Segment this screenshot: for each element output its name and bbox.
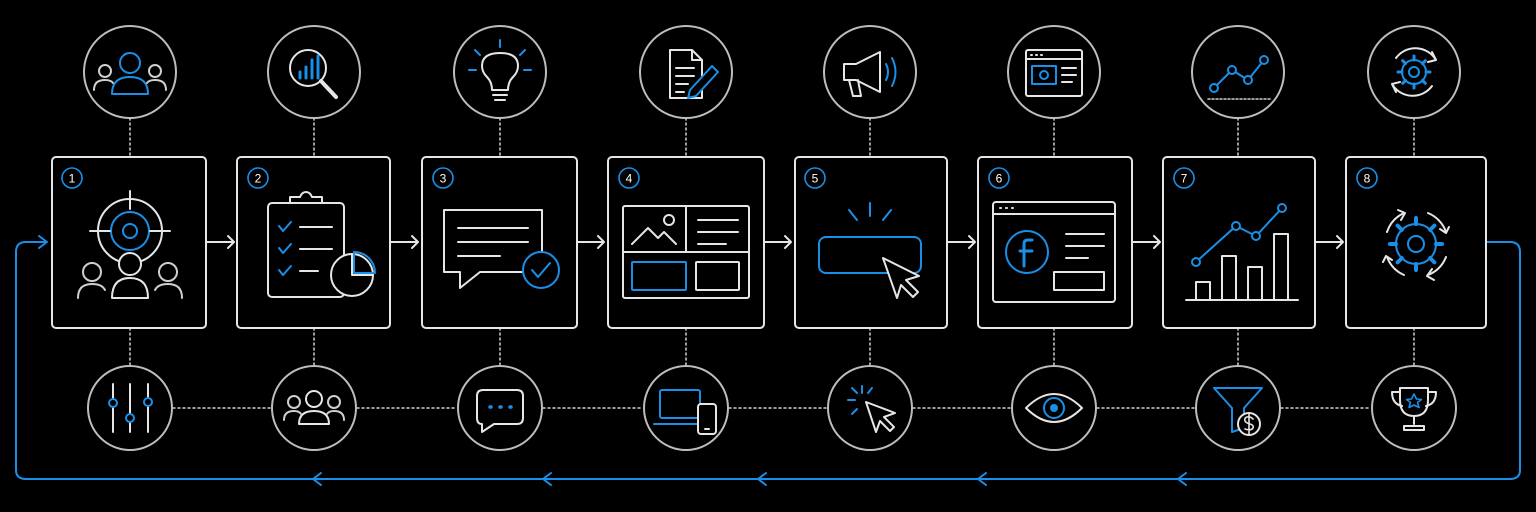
- funnel-dollar-icon: [1195, 365, 1281, 451]
- step-box-5: 5: [794, 156, 948, 329]
- step-box-3: 3: [421, 156, 578, 329]
- step-number-badge-4: 4: [618, 167, 640, 189]
- team-users-icon: [83, 25, 177, 119]
- step-number-5: 5: [812, 172, 819, 186]
- group-users-icon: [271, 365, 357, 451]
- megaphone-icon: [823, 25, 917, 119]
- step-number-badge-8: 8: [1356, 167, 1378, 189]
- step-number-4: 4: [626, 172, 633, 186]
- chart-magnifier-icon: [267, 25, 361, 119]
- sliders-settings-icon: [87, 365, 173, 451]
- step-number-6: 6: [996, 172, 1003, 186]
- step-number-1: 1: [69, 172, 76, 186]
- gear-tooth: [1420, 59, 1427, 66]
- step-number-badge-6: 6: [988, 167, 1010, 189]
- step-box-1: 1: [51, 156, 207, 329]
- dotted-connectors: [129, 117, 1415, 409]
- step-box-4: 4: [607, 156, 765, 329]
- step-number-3: 3: [440, 172, 447, 186]
- browser-window-icon: [1007, 25, 1101, 119]
- trend-line-icon: [1191, 25, 1285, 119]
- gear-cycle-icon: [1382, 209, 1450, 281]
- gear-tooth: [1395, 223, 1404, 232]
- click-button-icon: [818, 202, 922, 299]
- step-box-6: 6: [977, 156, 1133, 329]
- step-number-2: 2: [255, 172, 262, 186]
- lightbulb-idea-icon: [453, 25, 547, 119]
- cursor-click-icon: [827, 365, 913, 451]
- step-box-7: 7: [1162, 156, 1316, 329]
- facebook-ad-browser-icon: [992, 201, 1116, 303]
- step-number-badge-5: 5: [804, 167, 826, 189]
- step-box-2: 2: [236, 156, 391, 329]
- growth-bar-chart-icon: [1185, 203, 1299, 301]
- gear-tooth: [1428, 256, 1437, 265]
- step-number-8: 8: [1364, 172, 1371, 186]
- layout-wireframe-icon: [622, 205, 750, 299]
- step-number-badge-3: 3: [432, 167, 454, 189]
- chat-bubble-icon: [457, 365, 543, 451]
- gear-tooth: [1420, 78, 1427, 85]
- step-number-7: 7: [1181, 172, 1188, 186]
- gear-refresh-icon: [1367, 25, 1461, 119]
- feedback-loop-line: [15, 235, 1521, 486]
- gear-tooth: [1401, 59, 1408, 66]
- flow-arrows: [206, 235, 1344, 249]
- devices-icon: [643, 365, 729, 451]
- clipboard-checklist-icon: [267, 191, 376, 298]
- eye-icon: [1011, 365, 1097, 451]
- gear-tooth: [1428, 223, 1437, 232]
- step-number-badge-7: 7: [1173, 167, 1195, 189]
- document-edit-icon: [639, 25, 733, 119]
- message-check-icon: [443, 209, 560, 289]
- step-box-8: 8: [1345, 156, 1487, 329]
- step-number-badge-1: 1: [61, 167, 83, 189]
- step-number-badge-2: 2: [247, 167, 269, 189]
- gear-tooth: [1395, 256, 1404, 265]
- target-audience-icon: [77, 190, 183, 299]
- trophy-icon: [1371, 365, 1457, 451]
- gear-tooth: [1401, 78, 1408, 85]
